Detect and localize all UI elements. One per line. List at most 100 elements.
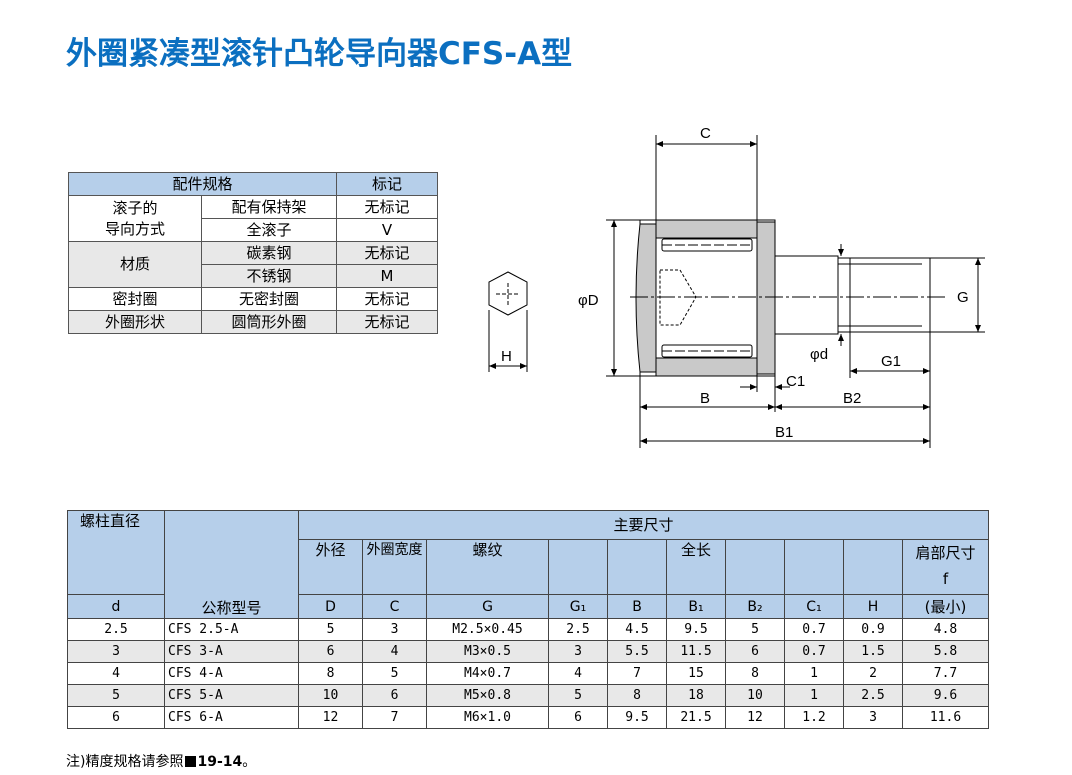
header-sym: H xyxy=(843,594,903,619)
header-col-top xyxy=(843,539,903,595)
table-cell: 10 xyxy=(298,684,363,707)
dimension-lines xyxy=(606,135,985,448)
label-C1: C1 xyxy=(786,373,805,390)
header-shoulder: 肩部尺寸 f xyxy=(902,539,989,595)
table-cell: 0.9 xyxy=(843,618,903,641)
table-cell: 2 xyxy=(843,662,903,685)
label-C: C xyxy=(700,125,711,142)
table-cell: 1.2 xyxy=(784,706,844,729)
spec-group-guide: 滚子的 导向方式 xyxy=(68,195,202,242)
table-cell: 8 xyxy=(725,662,785,685)
label-B1: B1 xyxy=(775,424,793,441)
header-d: d xyxy=(67,594,165,619)
table-cell: 5 xyxy=(725,618,785,641)
cell-model: CFS 2.5-A xyxy=(164,618,299,641)
label-H: H xyxy=(501,348,512,365)
table-cell: 0.7 xyxy=(784,618,844,641)
cam-follower-drawing: H xyxy=(488,125,985,448)
mark-header: 标记 xyxy=(336,172,438,196)
table-cell: 21.5 xyxy=(666,706,726,729)
cell-model: CFS 4-A xyxy=(164,662,299,685)
header-col-top: 外圈宽度 xyxy=(362,539,427,595)
table-cell: 3 xyxy=(843,706,903,729)
table-cell: 1 xyxy=(784,684,844,707)
table-cell: 15 xyxy=(666,662,726,685)
table-cell: 10 xyxy=(725,684,785,707)
table-cell: 5.5 xyxy=(607,640,667,663)
table-cell: 4 xyxy=(362,640,427,663)
table-cell: 7 xyxy=(362,706,427,729)
table-cell: 4 xyxy=(548,662,608,685)
label-G: G xyxy=(957,289,969,306)
table-cell: 7.7 xyxy=(902,662,989,685)
spec-mark: 无标记 xyxy=(336,287,438,311)
header-sym: B₁ xyxy=(666,594,726,619)
table-cell: 3 xyxy=(67,640,165,663)
table-cell: 6 xyxy=(548,706,608,729)
dimension-table: 螺柱直径 公称型号 主要尺寸 外径 外圈宽度 螺纹 全长 肩部尺寸 f d D … xyxy=(67,510,989,729)
header-sym: B xyxy=(607,594,667,619)
label-B2: B2 xyxy=(843,390,861,407)
spec-group-shape: 外圈形状 xyxy=(68,310,202,334)
table-cell: 18 xyxy=(666,684,726,707)
header-sym: B₂ xyxy=(725,594,785,619)
spec-item: 无密封圈 xyxy=(201,287,337,311)
table-cell: 4.8 xyxy=(902,618,989,641)
table-cell: M3×0.5 xyxy=(426,640,549,663)
table-cell: 9.6 xyxy=(902,684,989,707)
spec-mark: 无标记 xyxy=(336,241,438,265)
spec-mark: 无标记 xyxy=(336,195,438,219)
table-cell: 3 xyxy=(362,618,427,641)
header-stud-diameter: 螺柱直径 xyxy=(67,510,165,595)
table-cell: 6 xyxy=(362,684,427,707)
page-title: 外圈紧凑型滚针凸轮导向器CFS-A型 xyxy=(66,36,573,72)
spec-item: 全滚子 xyxy=(201,218,337,242)
header-sym: D xyxy=(298,594,363,619)
table-cell: 11.5 xyxy=(666,640,726,663)
header-col-top: 螺纹 xyxy=(426,539,549,595)
table-cell: 5 xyxy=(298,618,363,641)
header-sym: G₁ xyxy=(548,594,608,619)
table-cell: 2.5 xyxy=(843,684,903,707)
header-col-top xyxy=(725,539,785,595)
cell-model: CFS 6-A xyxy=(164,706,299,729)
header-model: 公称型号 xyxy=(164,510,299,619)
header-col-top xyxy=(607,539,667,595)
spec-item: 不锈钢 xyxy=(201,264,337,288)
table-cell: 5.8 xyxy=(902,640,989,663)
bearing-body xyxy=(630,219,945,377)
spec-mark: M xyxy=(336,264,438,288)
header-shoulder-sub: f xyxy=(942,570,949,588)
header-sym: (最小) xyxy=(902,594,989,619)
table-cell: 6 xyxy=(298,640,363,663)
option-spec-table: 配件规格 标记 滚子的 导向方式 配有保持架 无标记 全滚子 V 材质 碳素钢 … xyxy=(68,172,438,334)
table-cell: 8 xyxy=(298,662,363,685)
table-cell: M2.5×0.45 xyxy=(426,618,549,641)
label-d: φd xyxy=(810,346,828,363)
cell-model: CFS 5-A xyxy=(164,684,299,707)
footnote-end: 。 xyxy=(242,754,257,770)
table-cell: 6 xyxy=(67,706,165,729)
table-cell: 3 xyxy=(548,640,608,663)
header-col-top xyxy=(548,539,608,595)
table-cell: 12 xyxy=(725,706,785,729)
spec-item: 碳素钢 xyxy=(201,241,337,265)
spec-mark: 无标记 xyxy=(336,310,438,334)
table-cell: 8 xyxy=(607,684,667,707)
label-D: φD xyxy=(578,292,599,309)
ref-icon xyxy=(185,756,197,767)
header-col-top xyxy=(784,539,844,595)
footnote-ref[interactable]: 19-14 xyxy=(197,754,243,770)
spec-item: 配有保持架 xyxy=(201,195,337,219)
header-sym: G xyxy=(426,594,549,619)
hex-end-view xyxy=(488,271,528,372)
table-cell: 4 xyxy=(67,662,165,685)
table-cell: 5 xyxy=(362,662,427,685)
header-col-top: 外径 xyxy=(298,539,363,595)
table-cell: 11.6 xyxy=(902,706,989,729)
